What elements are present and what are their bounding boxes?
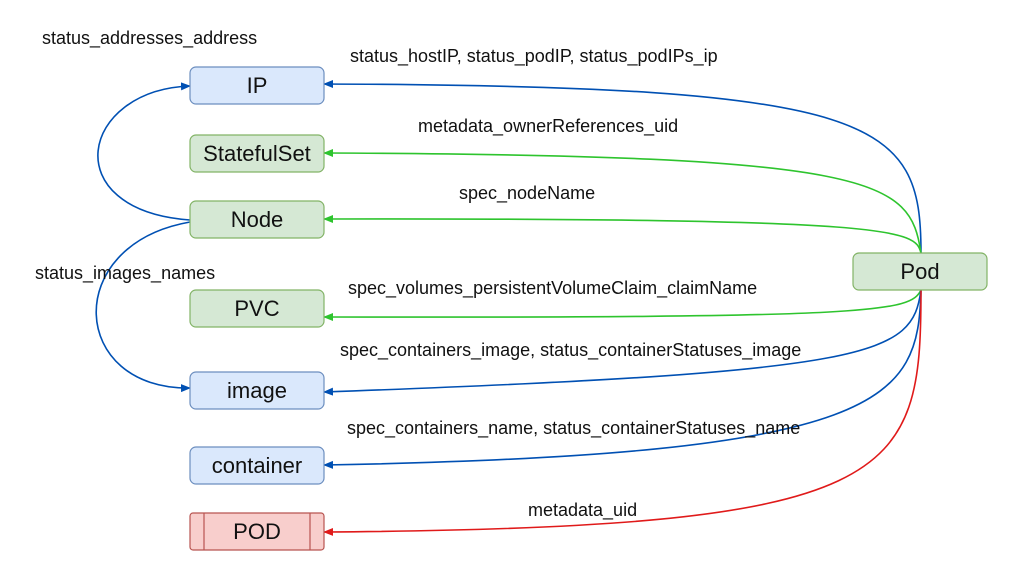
node-statefulset-label: StatefulSet [203, 141, 311, 166]
node-pvc-label: PVC [234, 296, 279, 321]
edge-labels: status_addresses_address status_hostIP, … [35, 28, 801, 521]
edge-pod-to-container [323, 289, 922, 469]
node-container: container [189, 446, 325, 485]
node-pod-label: Pod [900, 259, 939, 284]
edge-pod-to-image [323, 289, 922, 396]
label-pod-to-podbox: metadata_uid [528, 500, 637, 521]
label-pod-to-container: spec_containers_name, status_containerSt… [347, 418, 800, 439]
edges [95, 80, 922, 536]
label-node-to-ip: status_addresses_address [42, 28, 257, 49]
node-ip-label: IP [247, 73, 268, 98]
node-image: image [189, 371, 325, 410]
edge-pod-to-ip [323, 80, 922, 254]
edge-node-to-ip [97, 82, 191, 221]
node-ip: IP [189, 66, 325, 105]
label-node-to-image: status_images_names [35, 263, 215, 284]
node-pod: Pod [852, 252, 988, 291]
edge-pod-to-podbox [323, 289, 922, 536]
label-pod-to-ip: status_hostIP, status_podIP, status_podI… [350, 46, 718, 67]
node-pod-box: POD [189, 512, 325, 551]
node-image-label: image [227, 378, 287, 403]
node-statefulset: StatefulSet [189, 134, 325, 173]
node-container-label: container [212, 453, 303, 478]
label-pod-to-node: spec_nodeName [459, 183, 595, 204]
node-pvc: PVC [189, 289, 325, 328]
node-pod-box-label: POD [233, 519, 281, 544]
node-node-label: Node [231, 207, 284, 232]
edge-pod-to-statefulset [323, 149, 922, 254]
label-pod-to-image: spec_containers_image, status_containerS… [340, 340, 801, 361]
edge-pod-to-pvc [323, 289, 922, 322]
edge-node-to-image [95, 221, 191, 393]
edge-pod-to-node [323, 214, 922, 254]
label-pod-to-statefulset: metadata_ownerReferences_uid [418, 116, 678, 137]
node-node: Node [189, 200, 325, 239]
label-pod-to-pvc: spec_volumes_persistentVolumeClaim_claim… [348, 278, 757, 299]
